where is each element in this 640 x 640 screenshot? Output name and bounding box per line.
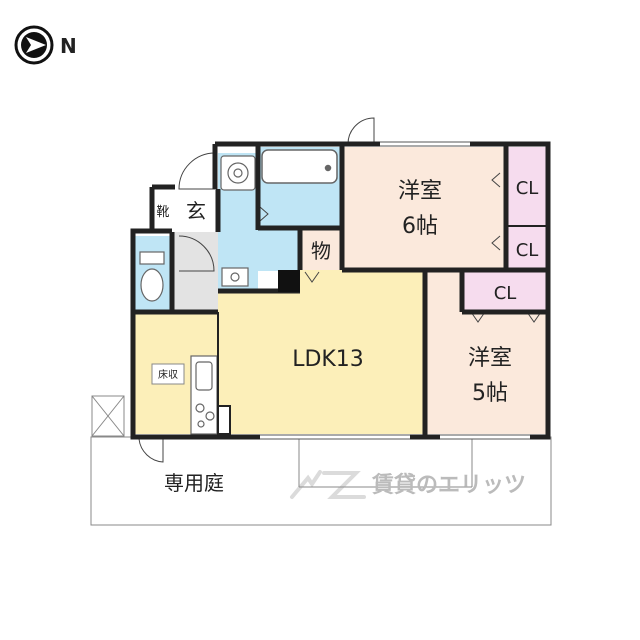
western-room-2-size: 5帖 (472, 381, 508, 406)
floor-storage-label: 床収 (158, 368, 178, 381)
balcony-corner (91, 395, 125, 437)
toilet-icon (139, 251, 165, 302)
shoe-box-label: 靴 (156, 205, 169, 220)
western-room-2-name: 洋室 (468, 346, 512, 371)
watermark-logo (290, 470, 366, 499)
western-room-1-name: 洋室 (398, 179, 442, 204)
storage-floor (300, 230, 342, 270)
floor-storage-box (151, 363, 185, 385)
western-room-1-floor (343, 147, 505, 270)
closet-1-label: CL (516, 178, 539, 199)
western-room-1-size: 6帖 (402, 214, 438, 239)
north-label: N (60, 34, 77, 58)
pillar (278, 270, 300, 292)
closet-3-label: CL (494, 283, 517, 304)
private-garden-label: 専用庭 (164, 471, 224, 495)
window-frames (260, 141, 530, 440)
bathtub-icon (261, 149, 338, 184)
shoe-box-floor (152, 189, 174, 229)
windows (260, 142, 530, 439)
storage-label: 物 (311, 239, 331, 263)
kitchen-counter-icon (190, 355, 218, 435)
washroom-floor-2 (258, 227, 300, 271)
washer-icon (220, 155, 256, 191)
closet-2-floor (506, 227, 546, 270)
entrance-floor (172, 232, 218, 312)
closet-3-floor (464, 272, 547, 312)
closet-2-label: CL (516, 240, 539, 261)
watermark-text: 賃貸のエリッツ (371, 472, 526, 498)
door-swings (138, 117, 542, 463)
wash-basin-icon (221, 267, 249, 287)
ldk-label: LDK13 (292, 347, 364, 372)
entrance-label: 玄 (186, 199, 206, 223)
closet-1-floor (506, 147, 546, 225)
window-sill (217, 405, 231, 435)
north-arrow-icon (14, 25, 54, 65)
